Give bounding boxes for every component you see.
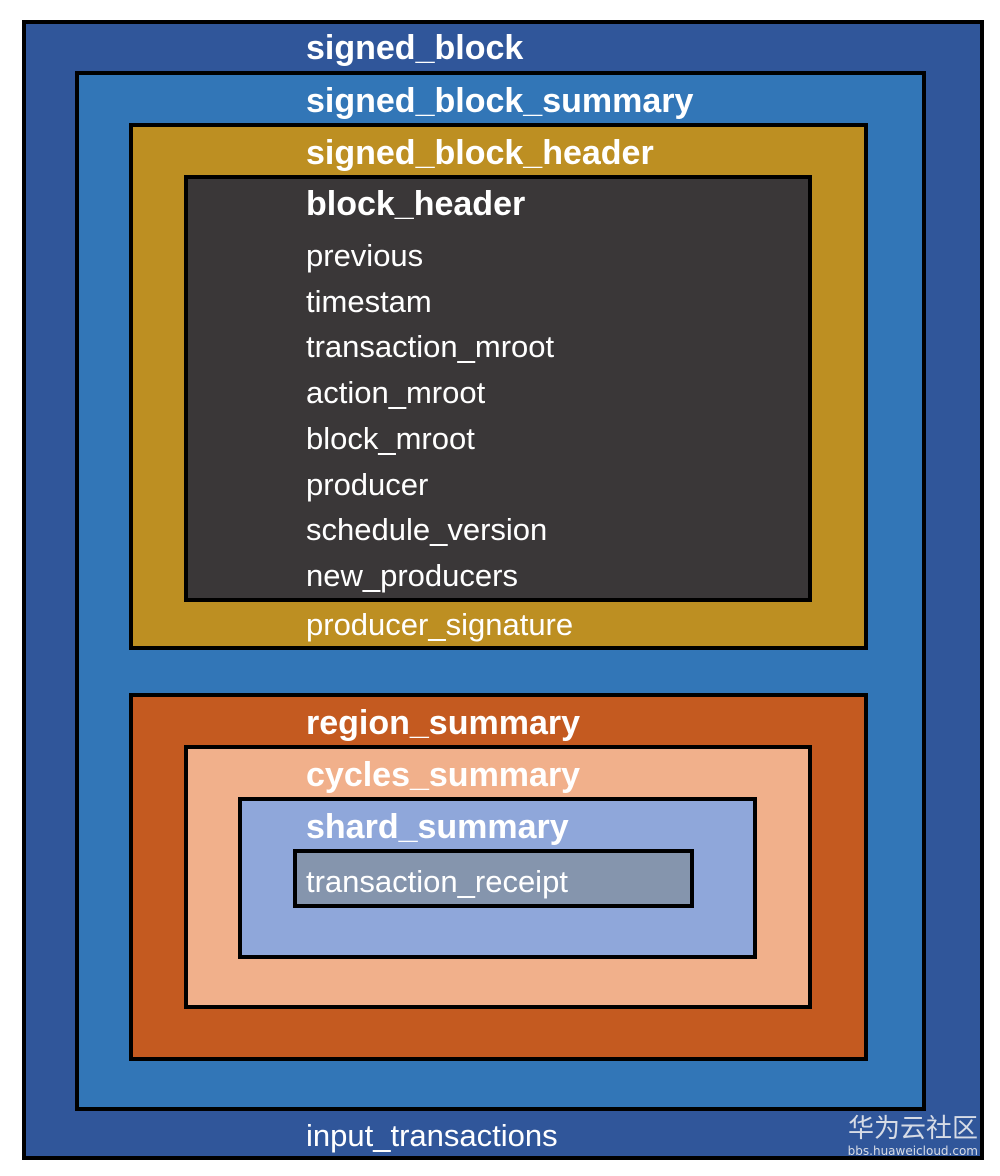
watermark-text: 华为云社区 — [847, 1114, 978, 1144]
signed-block-header-title: signed_block_header — [306, 134, 654, 172]
block-header-box — [184, 175, 812, 602]
shard-summary-title: shard_summary — [306, 808, 569, 846]
input-transactions-label: input_transactions — [306, 1118, 558, 1153]
block-header-field: action_mroot — [306, 375, 486, 410]
watermark-url: bbs.huaweicloud.com — [847, 1144, 978, 1158]
signed-block-summary-title: signed_block_summary — [306, 82, 694, 120]
block-header-title: block_header — [306, 185, 526, 223]
region-summary-title: region_summary — [306, 704, 580, 742]
block-header-field: block_mroot — [306, 421, 475, 456]
block-header-field: producer — [306, 467, 429, 502]
cycles-summary-title: cycles_summary — [306, 756, 581, 794]
block-header-field: previous — [306, 238, 424, 273]
block-header-field: schedule_version — [306, 512, 548, 547]
block-header-field: transaction_mroot — [306, 329, 555, 364]
transaction-receipt-box — [293, 849, 694, 908]
block-header-field: new_producers — [306, 558, 518, 593]
block-header-field: timestam — [306, 284, 432, 319]
transaction-receipt-label: transaction_receipt — [306, 864, 568, 899]
signed-block-title: signed_block — [306, 29, 524, 67]
producer-signature-label: producer_signature — [306, 607, 574, 642]
